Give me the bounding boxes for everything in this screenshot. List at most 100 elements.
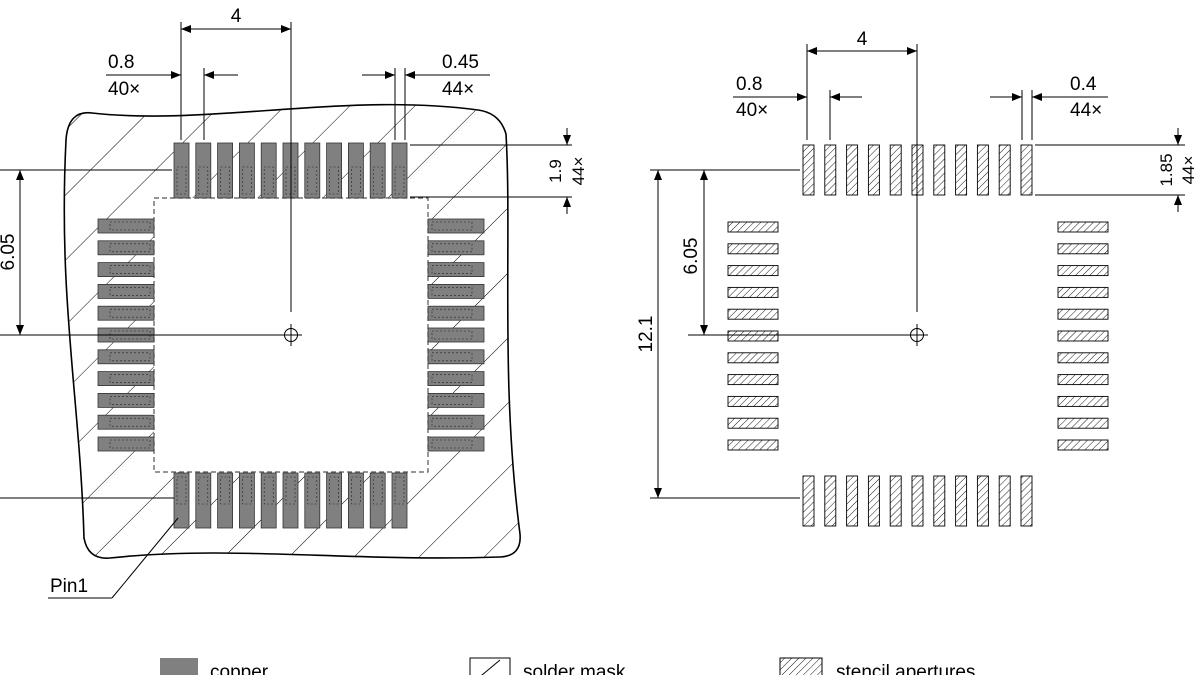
right-aperture-width-value: 0.4 [1070, 74, 1097, 95]
stencil-aperture [802, 475, 815, 527]
right-pitch-dimension: 4 [806, 29, 918, 312]
stencil-aperture [933, 144, 946, 196]
copper-pad [97, 436, 155, 452]
left-center-mark [280, 324, 302, 346]
solder-mask-swatch [469, 657, 511, 675]
left-center-offset-label: 6.05 [0, 234, 19, 271]
stencil-aperture [727, 265, 779, 277]
stencil-aperture [1057, 308, 1109, 320]
copper-pad [427, 262, 485, 278]
copper-pad [427, 240, 485, 256]
copper-pad [260, 472, 277, 529]
copper-pad [391, 142, 408, 199]
left-pad-length-value: 1.9 [546, 159, 565, 183]
right-aperture-length-value: 1.85 [1157, 153, 1176, 186]
copper-pad [347, 472, 364, 529]
legend-stencil-label: stencil apertures [836, 662, 975, 675]
stencil-aperture [727, 352, 779, 364]
copper-swatch [160, 658, 198, 675]
copper-pad [195, 472, 212, 529]
copper-pad [97, 240, 155, 256]
copper-pad [217, 472, 234, 529]
stencil-aperture [976, 144, 989, 196]
right-center-offset-dimension: 6.05 [681, 169, 908, 336]
stencil-aperture [1057, 243, 1109, 255]
stencil-aperture [727, 439, 779, 451]
copper-pad [427, 414, 485, 430]
left-pitch-label: 4 [231, 6, 242, 27]
stencil-aperture [998, 144, 1011, 196]
left-mask-gap-value: 0.45 [442, 52, 479, 73]
right-aperture-width-dimension: 0.4 44× [990, 74, 1108, 140]
copper-pad [326, 472, 343, 529]
left-pitch-dimension: 4 [180, 6, 292, 312]
stencil-aperture [955, 144, 968, 196]
copper-pad [97, 392, 155, 408]
left-pad-length-count: 44× [569, 157, 588, 186]
stencil-aperture [867, 144, 880, 196]
stencil-aperture [1057, 330, 1109, 342]
left-mask-gap-count: 44× [442, 79, 474, 100]
stencil-aperture [727, 308, 779, 320]
left-pad-width-value: 0.8 [108, 52, 134, 73]
stencil-aperture [727, 395, 779, 407]
right-overall-dimension: 12.1 [636, 169, 800, 499]
left-pad-length-dimension: 1.9 44× [410, 128, 588, 214]
copper-pad [97, 414, 155, 430]
left-pad-width-dimension: 0.8 40× [106, 52, 238, 140]
right-aperture-width-count: 44× [1070, 100, 1102, 121]
stencil-aperture [933, 475, 946, 527]
stencil-aperture [1057, 417, 1109, 429]
stencil-aperture [727, 286, 779, 298]
copper-pad [304, 142, 321, 199]
stencil-aperture [824, 475, 837, 527]
left-pad-width-count: 40× [108, 79, 140, 100]
stencil-aperture [1057, 395, 1109, 407]
right-pad-width-count: 40× [736, 100, 768, 121]
copper-pad [195, 142, 212, 199]
copper-pad [427, 392, 485, 408]
copper-pad [427, 327, 485, 343]
stencil-aperture [1057, 352, 1109, 364]
copper-pad [238, 472, 255, 529]
copper-pad [391, 472, 408, 529]
stencil-aperture [1057, 221, 1109, 233]
stencil-aperture [1057, 374, 1109, 386]
right-pitch-label: 4 [857, 29, 868, 50]
copper-pad [427, 436, 485, 452]
stencil-aperture [889, 475, 902, 527]
copper-pad [326, 142, 343, 199]
legend-item-solder-mask: solder mask [469, 657, 626, 675]
copper-pad [282, 472, 299, 529]
copper-pad [97, 371, 155, 387]
right-overall-label: 12.1 [636, 316, 657, 353]
right-view: 4 0.8 40× 0.4 44× 1.85 44× [636, 29, 1198, 527]
right-pad-width-dimension: 0.8 40× [733, 74, 862, 140]
stencil-aperture [727, 374, 779, 386]
copper-pad [369, 142, 386, 199]
pin1-label: Pin1 [50, 576, 88, 597]
stencil-aperture [955, 475, 968, 527]
pin1-callout: Pin1 [48, 517, 179, 599]
left-copper-pads [97, 142, 485, 529]
right-pad-width-value: 0.8 [736, 74, 762, 95]
legend-item-stencil: stencil apertures [779, 657, 975, 675]
legend-item-copper: copper [160, 658, 269, 675]
legend-copper-label: copper [210, 662, 269, 675]
copper-pad [427, 218, 485, 234]
stencil-aperture [846, 475, 859, 527]
legend-solder-mask-label: solder mask [523, 662, 626, 675]
stencil-aperture [1020, 475, 1033, 527]
copper-pad [97, 262, 155, 278]
left-center-offset-dimension: 6.05 [0, 169, 282, 336]
left-mask-gap-dimension: 0.45 44× [362, 52, 490, 140]
copper-pad [427, 349, 485, 365]
copper-pad [238, 142, 255, 199]
stencil-aperture [727, 330, 779, 342]
stencil-aperture [976, 475, 989, 527]
right-center-offset-label: 6.05 [681, 238, 702, 275]
copper-pad [97, 218, 155, 234]
right-aperture-length-dimension: 1.85 44× [1035, 128, 1198, 212]
left-view: 4 0.8 40× 0.45 44× 1.9 44× [0, 6, 588, 599]
